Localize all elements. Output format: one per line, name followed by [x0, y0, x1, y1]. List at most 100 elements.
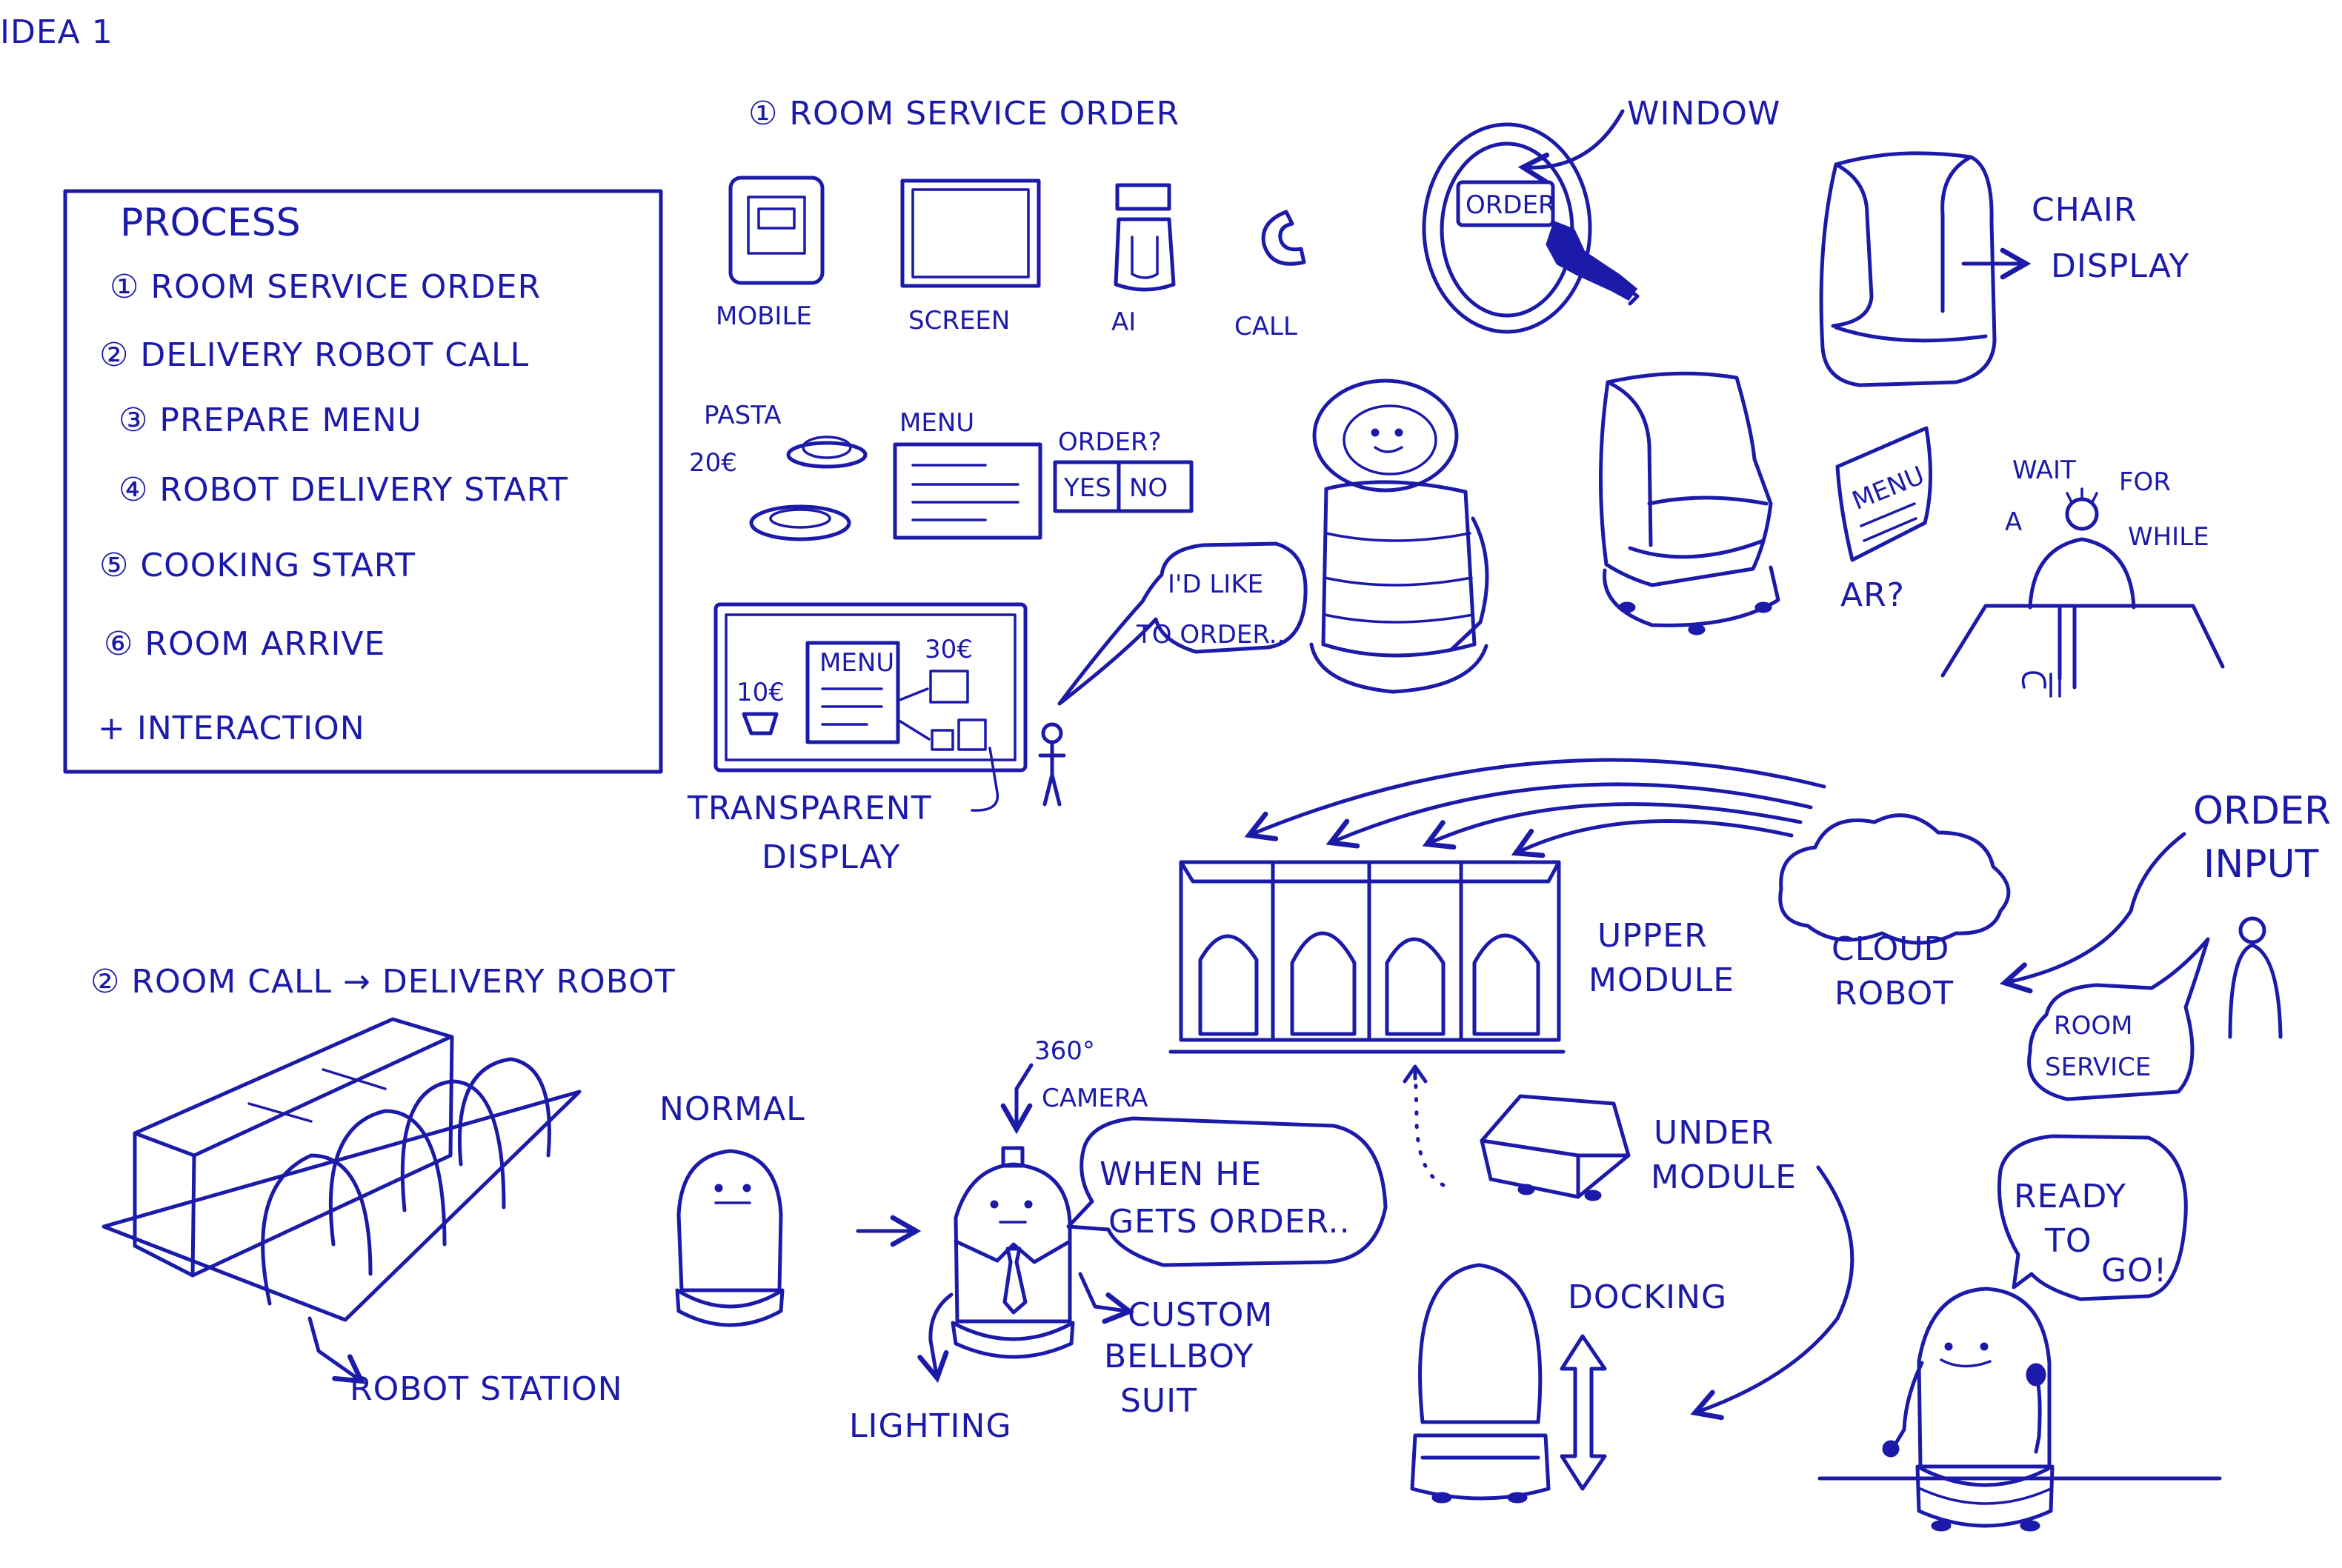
chair-display-sketch: CHAIR DISPLAY [1819, 151, 2189, 387]
process-step-4: ④ ROBOT DELIVERY START [119, 471, 568, 509]
station-robot-1 [261, 1153, 373, 1306]
station-label: ROBOT STATION [350, 1370, 623, 1408]
display-cup-icon [742, 712, 779, 735]
chair-label: CHAIR [2032, 191, 2137, 229]
process-box: PROCESS ① ROOM SERVICE ORDER ② DELIVERY … [63, 189, 663, 774]
lighting-label: LIGHTING [849, 1407, 1012, 1445]
pasta-plate-1 [786, 441, 868, 469]
robot-base [1309, 642, 1488, 694]
window-order-label: ORDER [1466, 190, 1556, 220]
robot-eye-left [1371, 428, 1380, 437]
transparent-leader-line [971, 747, 999, 812]
normal-robot-eye-left [714, 1184, 723, 1192]
ready-robot-smile [1940, 1358, 1992, 1368]
waiting-person-hair [2066, 487, 2098, 504]
ar-menu-label: MENU [1848, 461, 1929, 516]
cloud-robot-cloud [1778, 813, 2011, 945]
order-yes-button[interactable]: YES [1063, 473, 1111, 503]
waiting-person-head [2065, 497, 2099, 531]
pasta-food-2 [769, 508, 831, 529]
robot-chair-wheel-3 [1754, 601, 1772, 613]
order-question: ORDER? [1058, 427, 1162, 457]
speech-line-2: TO ORDER.. [1136, 620, 1285, 650]
window-frame-outer [1422, 122, 1592, 334]
upper-module-label-1: UPPER [1597, 917, 1708, 955]
under-module-edges [1480, 1138, 1631, 1199]
cloud-robot-label-1: CLOUD [1832, 930, 1949, 968]
ready-robot-wheel-2 [2020, 1520, 2040, 1532]
station-robot-4 [457, 1057, 551, 1167]
wait-word-4: WHILE [2128, 522, 2209, 552]
ready-label-2: TO [2044, 1222, 2092, 1260]
menu-card: MENU [893, 408, 1042, 540]
process-step-3: ③ PREPARE MENU [119, 401, 422, 439]
channel-screen: SCREEN [900, 179, 1041, 336]
bellboy-robot-base [951, 1321, 1075, 1359]
bellboy-robot: 360° CAMERA CUSTOM BELLBOY SUIT LIGHTING [849, 1036, 1273, 1445]
robot-chair-back [1599, 371, 1773, 587]
camera-arrow [1000, 1063, 1034, 1135]
channel-mobile: MOBILE [716, 176, 825, 331]
station-boxes-edges [133, 1035, 453, 1278]
waiting-person-body [2028, 537, 2136, 610]
process-title: PROCESS [120, 201, 301, 245]
under-module-wheel-1 [1517, 1184, 1535, 1195]
robot-smile [1374, 446, 1403, 453]
room-service-label-1: ROOM [2054, 1011, 2132, 1041]
normal-robot: NORMAL [659, 1090, 922, 1327]
ai-speaker-icon-top [1115, 183, 1171, 211]
figure-head [1041, 722, 1063, 744]
transparent-display: MENU 10€ 30€ TRANSPARENT DISPLAY [687, 602, 1028, 876]
wait-word-2: FOR [2119, 467, 2171, 497]
under-module-to-docking-arrow [1690, 1165, 1854, 1421]
normal-robot-eye-right [742, 1184, 751, 1192]
process-step-5: ⑤ COOKING START [99, 547, 416, 584]
docking-robot: DOCKING [1410, 1263, 1726, 1504]
ready-robot-eye-right [1980, 1342, 1989, 1351]
pasta-label: PASTA [704, 401, 782, 430]
robot-chair-wheel-2 [1688, 624, 1706, 635]
upper-module-label-2: MODULE [1588, 961, 1734, 999]
normal-robot-body [676, 1149, 783, 1292]
service-robot-sketch [1309, 378, 1489, 694]
suit-label-1: CUSTOM [1128, 1296, 1273, 1334]
display-menu-lines [821, 687, 883, 726]
pasta-sketch: PASTA 20€ [689, 401, 868, 541]
gets-order-line-1: WHEN HE [1100, 1155, 1262, 1193]
upper-module-dividers [1271, 860, 1463, 1042]
order-no-button[interactable]: NO [1129, 473, 1168, 503]
sheet-title: IDEA 1 [0, 13, 113, 51]
docking-robot-upper [1418, 1263, 1543, 1424]
window-order-button[interactable] [1456, 180, 1555, 227]
stick-figure-ordering [1038, 722, 1066, 807]
display-item-3 [957, 718, 987, 751]
waiting-table-leg [2057, 605, 2077, 690]
ai-speaker-icon-grille [1131, 236, 1159, 279]
gets-order-bubble-shape [1066, 1116, 1388, 1267]
section1-heading: ① ROOM SERVICE ORDER [748, 95, 1180, 133]
mobile-icon [728, 176, 825, 285]
upper-module-robot-1 [1198, 934, 1259, 1036]
ready-robot-body [1917, 1287, 2052, 1469]
screen-icon [900, 179, 1041, 288]
ready-robot: READY TO GO! [1817, 1134, 2222, 1532]
display-label: DISPLAY [2051, 247, 2189, 285]
docking-wheel-2 [1507, 1492, 1528, 1504]
room-service-bubble [2027, 937, 2210, 1101]
robot-head [1312, 378, 1459, 493]
transparent-display-inner [725, 613, 1017, 761]
upper-module-robot-2 [1290, 931, 1357, 1036]
bellboy-robot-eye-right [1024, 1200, 1033, 1209]
ar-label: AR? [1840, 576, 1905, 614]
display-menu-label: MENU [819, 648, 894, 678]
robot-station: ROBOT STATION [102, 1017, 623, 1408]
display-price-right: 30€ [925, 635, 973, 664]
speech-bubble-shape [1057, 541, 1308, 706]
station-platform [102, 1090, 582, 1322]
docking-robot-under [1410, 1433, 1551, 1501]
display-price-left: 10€ [736, 678, 785, 707]
under-module-dotted-arrowhead [1403, 1064, 1428, 1084]
robot-body [1321, 480, 1477, 658]
normal-robot-base [675, 1288, 785, 1327]
ar-menu-sketch: MENU AR? [1835, 426, 1932, 614]
